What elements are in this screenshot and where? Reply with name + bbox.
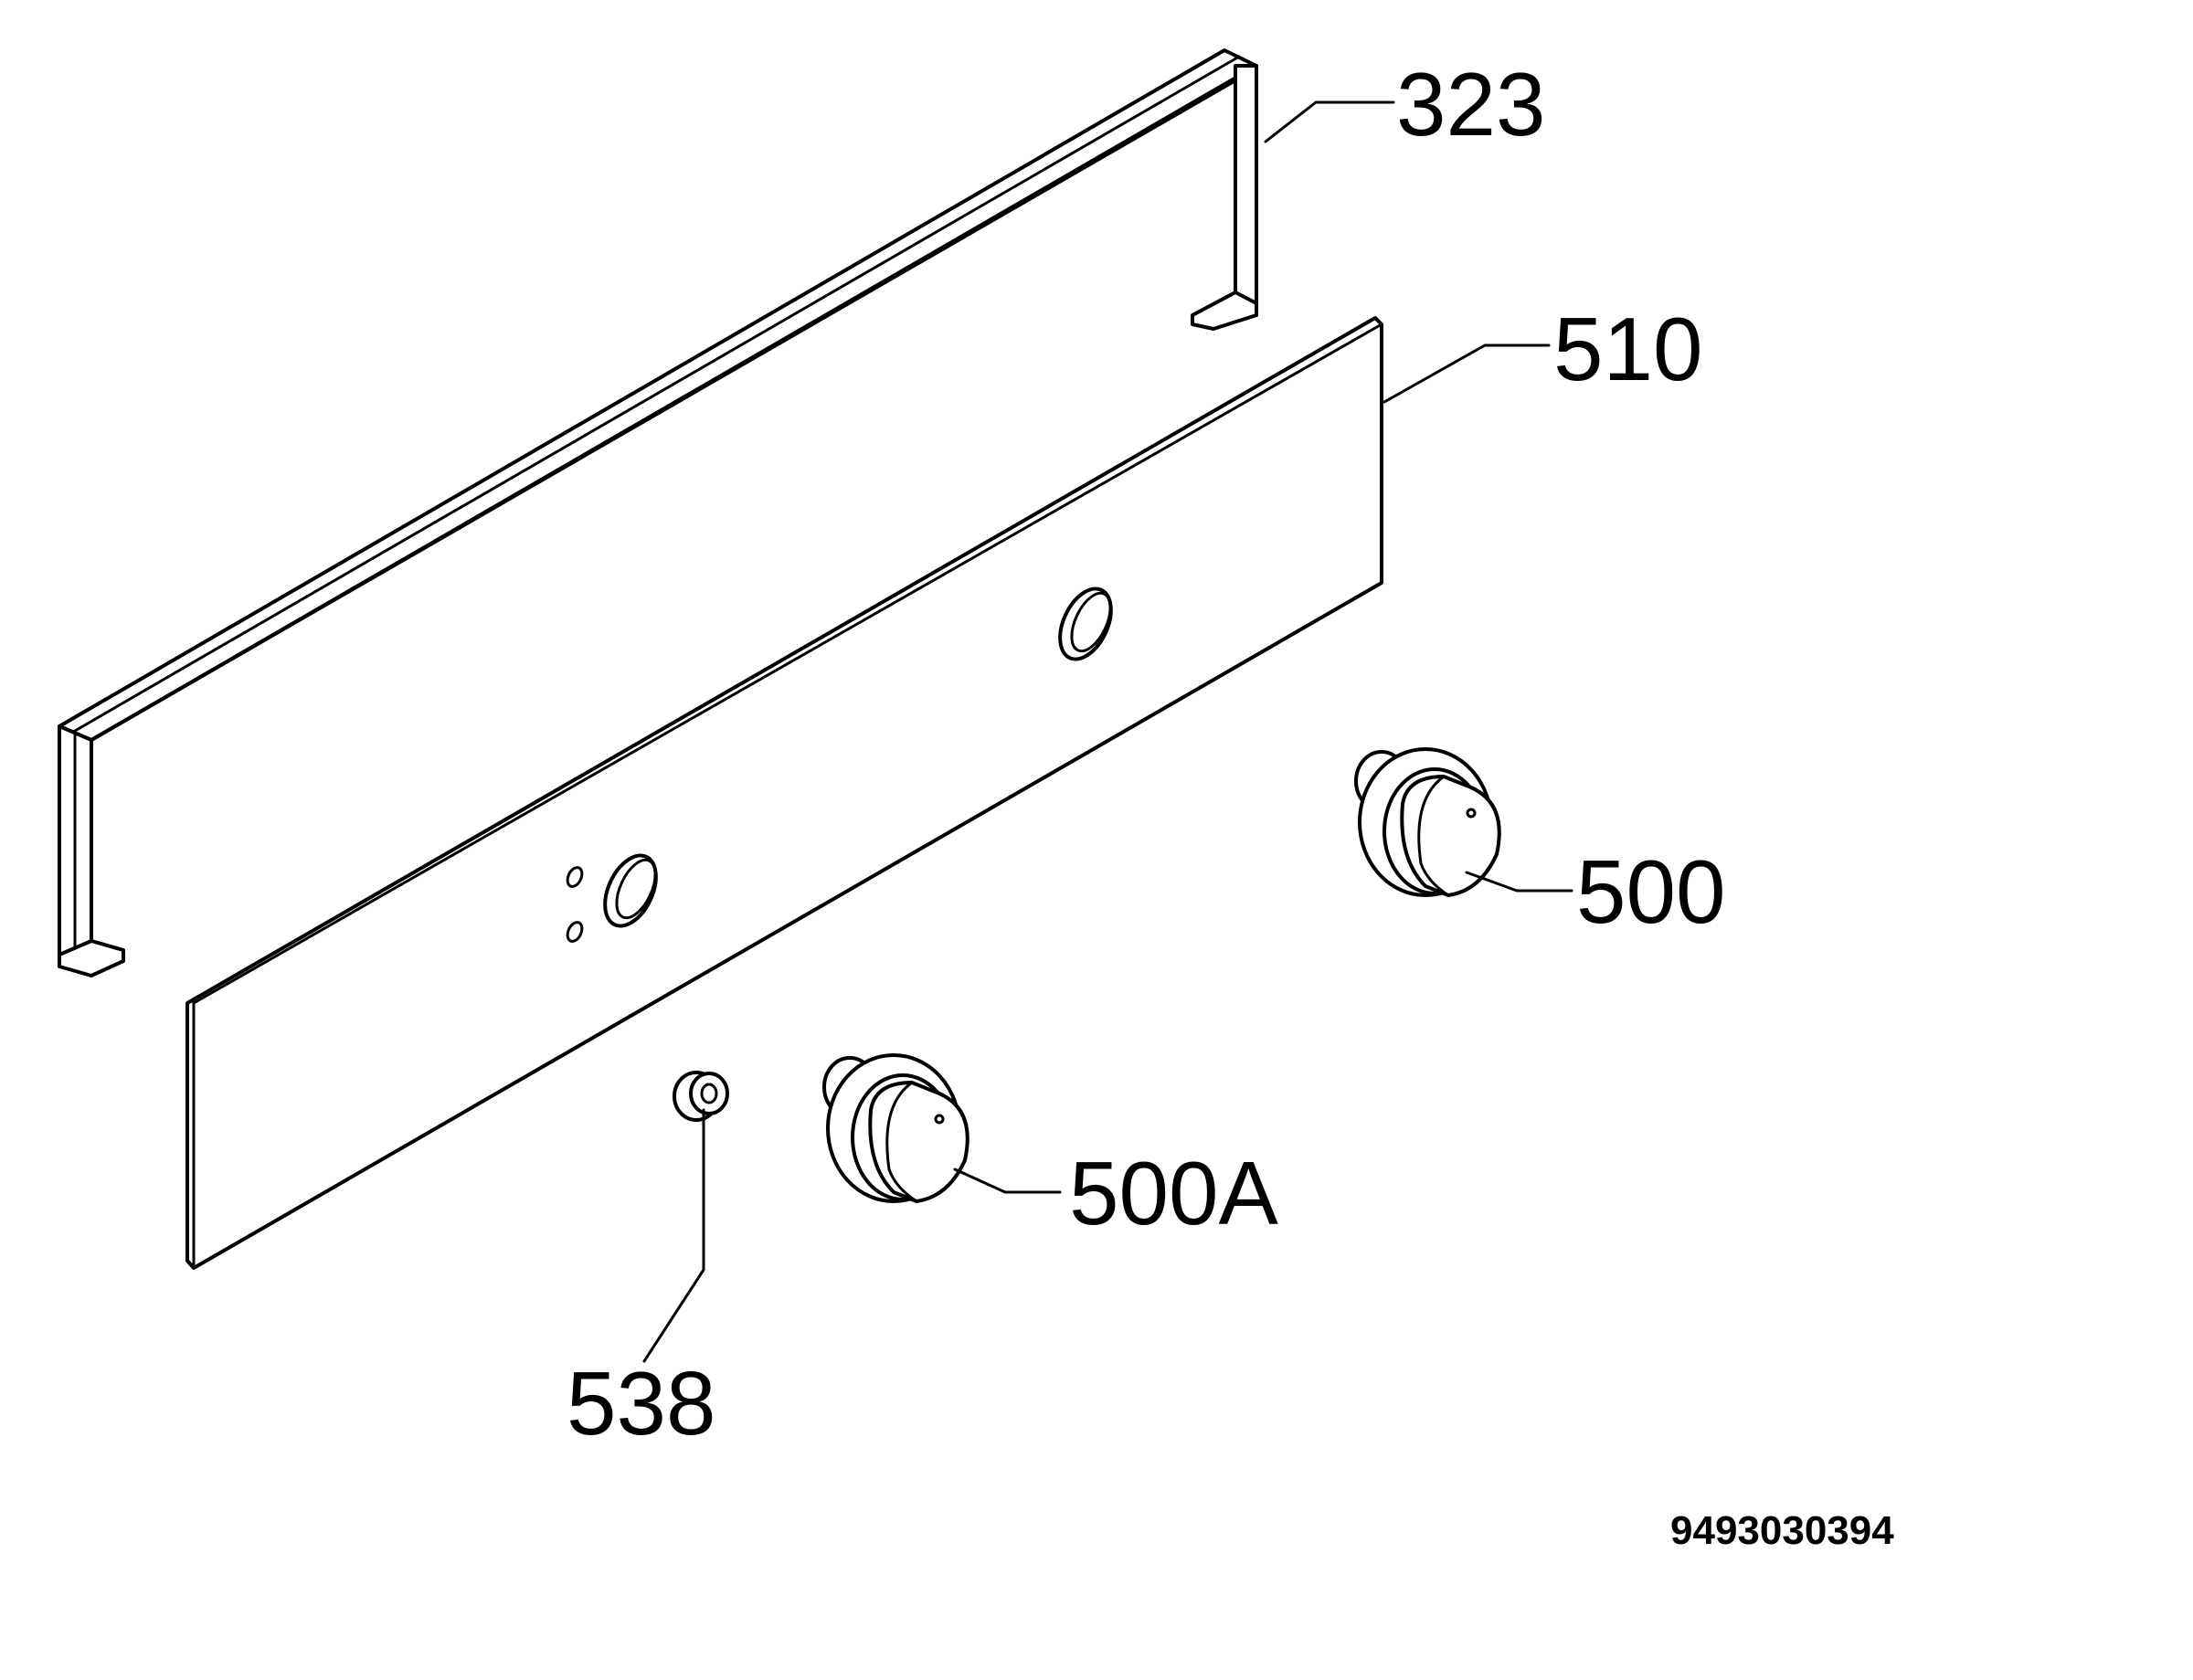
leader-500A <box>953 1168 1062 1194</box>
control-panel-part <box>185 316 1383 1270</box>
callout-500: 500 <box>1576 841 1726 942</box>
bushing-part <box>673 1071 729 1122</box>
callout-538: 538 <box>567 1353 716 1453</box>
leader-lines <box>642 100 1573 1363</box>
leader-323 <box>1264 100 1395 143</box>
panel-small-hole-upper <box>566 866 584 888</box>
trim-frame-part <box>58 48 1258 977</box>
panel-hole-right <box>1058 586 1113 661</box>
callout-500A: 500A <box>1069 1143 1279 1243</box>
leader-538 <box>642 1108 705 1363</box>
document-number: 9493030394 <box>1670 1508 1894 1553</box>
callout-323: 323 <box>1396 54 1546 154</box>
callout-510: 510 <box>1553 299 1703 399</box>
leader-500 <box>1465 871 1573 893</box>
panel-small-hole-lower <box>566 921 584 943</box>
knob-right-part <box>1354 747 1501 897</box>
knob-left-part <box>822 1053 969 1203</box>
panel-hole-left <box>603 853 658 928</box>
leader-510 <box>1383 343 1551 404</box>
